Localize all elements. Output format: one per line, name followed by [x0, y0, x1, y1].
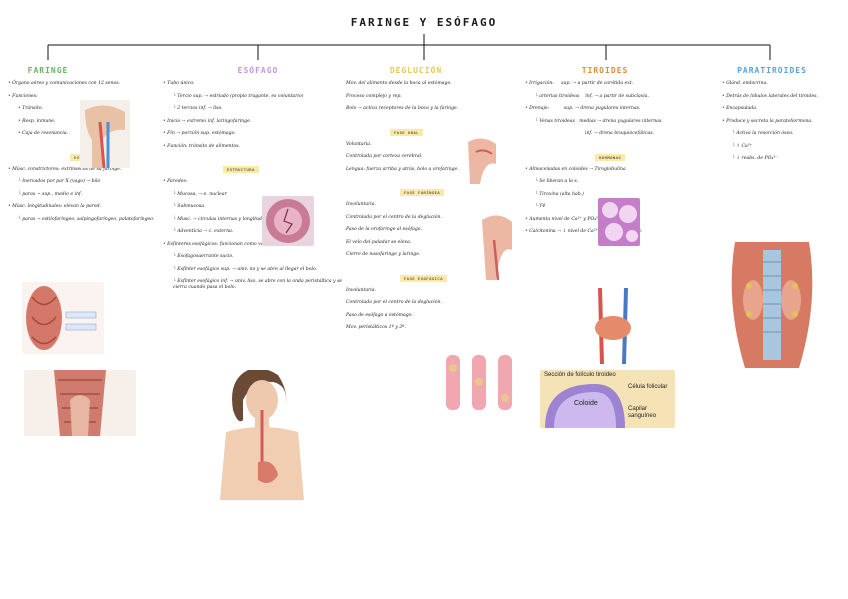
note: Controlada por el centro de la deglución…: [346, 300, 442, 305]
note: Voluntaria.: [346, 141, 372, 147]
note: Glánd. endocrina.: [722, 81, 842, 87]
note: arterias tiroideas inf. → a partir de su…: [525, 94, 705, 100]
note: Se liberan a la s.: [525, 179, 705, 185]
note: 2 tercios inf. → liso.: [163, 106, 353, 112]
note: Aumenta nivel de Ca²⁺ y PO₄³⁻: [525, 217, 705, 223]
note: Músc. constrictores: extrínsecos de su f…: [8, 167, 168, 173]
note: T4: [525, 204, 705, 210]
col-title-faringe: FARINGE: [27, 66, 69, 75]
celula-label: Célula folicular: [628, 384, 668, 390]
note: Lengua: fuerza arriba y atrás, bolo a or…: [346, 166, 459, 172]
note: Función: tránsito de alimentos.: [163, 144, 353, 150]
parathyroid-image: [705, 242, 839, 368]
note: Proceso complejo y rep.: [346, 93, 402, 99]
note: Tercio sup. → estriado (propio tragante,…: [163, 94, 353, 100]
note: Submucosa.: [163, 204, 353, 210]
capilar-label: Capilar sanguíneo: [628, 406, 657, 419]
esophagus-histology-image: [262, 196, 314, 246]
note: Mov. peristálticos 1º y 2º.: [346, 325, 406, 330]
note: Irrigación: sup. → a partir de carótida …: [525, 81, 705, 87]
note: Inervados por par X (vago) → bilo: [8, 179, 168, 185]
note: Tiroxina (alta hab.): [525, 192, 705, 198]
note: Tránsito.: [8, 106, 168, 112]
oral-phase-image: [464, 134, 500, 184]
col-title-tiroides: TIROIDES: [581, 66, 629, 75]
section-tag: FASE ESOFÁGICA: [400, 274, 448, 282]
pharynx-muscles-image: [22, 282, 104, 354]
pharyngeal-phase-image: [478, 210, 516, 280]
note: paras → estilofaríngeo, salpingofaríngeo…: [8, 217, 168, 223]
note: Calcitonina → ↓ nivel de Ca²⁺ y PO₄³⁻ en…: [525, 229, 705, 235]
note: Esofagosuerrante sucio.: [163, 254, 353, 260]
note: Produce y secreta la paratohormona.: [722, 119, 842, 125]
section-tag: ESTRUCTURA: [223, 166, 259, 173]
note: Cierre de nasofaringe y laringe.: [346, 252, 421, 257]
note: Venas tiroideas medias → drena yugulares…: [525, 119, 705, 125]
woman-esophagus-image: [218, 370, 310, 500]
note: Adventicia → c. externa.: [163, 229, 353, 235]
note: Funciones:: [8, 94, 168, 100]
note: Controlada por corteza cerebral.: [346, 154, 423, 159]
note: Esfínter esofágico inf. → univ. liso, se…: [163, 279, 353, 290]
follicle-section-label: Sección de folículo tiroideo: [544, 372, 616, 378]
note: paras → sup., medio e inf.: [8, 192, 168, 198]
col-title-esofago: ESÓFAGO: [237, 66, 279, 75]
col-title-paratiroides: PARATIROIDES: [737, 66, 807, 75]
col-title-deglucion: DEGLUCIÓN: [389, 66, 443, 75]
thyroid-vessels-image: [588, 288, 638, 364]
note: Detrás de lóbulos laterales del tiroides…: [722, 94, 842, 100]
note: Esfínteres esofágicos: funcionan como vá…: [163, 242, 353, 248]
column-esofago: ESÓFAGO Tubo único. Tercio sup. → estria…: [163, 66, 353, 297]
page-title: FARINGE Y ESÓFAGO: [350, 16, 498, 29]
note: Esfínter esofágico sup. → univ. no y se …: [163, 267, 353, 273]
note: ↓ reabs. de PO₄³⁻: [722, 156, 842, 162]
note: Activa la resorción ósea.: [722, 131, 842, 137]
note: Inicio → extremo inf. laringofaringe.: [163, 119, 353, 125]
note: Paso de esófago a estómago.: [346, 312, 413, 318]
section-tag: FASE ORAL: [390, 128, 424, 136]
note: Musc. → circulas internas y longitudinal…: [163, 217, 353, 223]
note: El velo del paladar se eleva.: [346, 239, 412, 245]
tree-connectors: [47, 34, 771, 60]
section-tag: FASE FARÍNGEA: [400, 189, 445, 196]
note: Mucosa. → e. nuclear: [163, 192, 353, 198]
pharynx-sagittal-image: [80, 100, 130, 168]
note: Drenaje: sup. → drena yugulares internas…: [525, 106, 705, 112]
column-tiroides: TIROIDES Irrigación: sup. → a partir de …: [525, 66, 705, 242]
note: Caja de resonancia.: [8, 131, 168, 137]
note: Resp. inmune.: [8, 119, 168, 125]
note: Encapsulada.: [722, 106, 842, 112]
note: ↑ Ca²⁺: [722, 144, 842, 150]
note: Controlada por el centro de la deglución…: [346, 214, 442, 220]
note: Involuntaria.: [346, 287, 376, 293]
pharynx-posterior-image: [24, 370, 136, 436]
note: Fin → porción sup. estómago.: [163, 131, 353, 137]
note: Almacenadas en coloides → Tiroglobulina: [525, 167, 705, 173]
note: Involuntaria.: [346, 202, 376, 207]
note: Mov. del alimento desde la boca al estóm…: [346, 81, 452, 86]
esophageal-phase-image: [438, 350, 520, 412]
thyroid-follicle-image: Sección de folículo tiroideo Coloide Cél…: [540, 370, 675, 428]
note: inf. → drena braquiocefálicas.: [585, 131, 655, 136]
coloide-label: Coloide: [574, 400, 598, 407]
section-tag: HORMONAS: [595, 153, 626, 161]
note: Paso de la orofaringe al esófago.: [346, 227, 422, 232]
note: Bolo → activa receptores de la boca y la…: [346, 106, 459, 111]
thyroid-histology-image: [598, 198, 640, 246]
column-paratiroides: PARATIROIDES Glánd. endocrina. Detrás de…: [722, 66, 842, 169]
note: Paredes:: [163, 179, 353, 185]
column-deglucion: DEGLUCIÓN Mov. del alimento desde la boc…: [346, 66, 486, 338]
note: Tubo único.: [163, 81, 353, 87]
note: Músc. longitudinales: elevan la pared.: [8, 204, 168, 210]
note: Órgano aéreo y comunicaciones con 12 sen…: [8, 81, 168, 87]
